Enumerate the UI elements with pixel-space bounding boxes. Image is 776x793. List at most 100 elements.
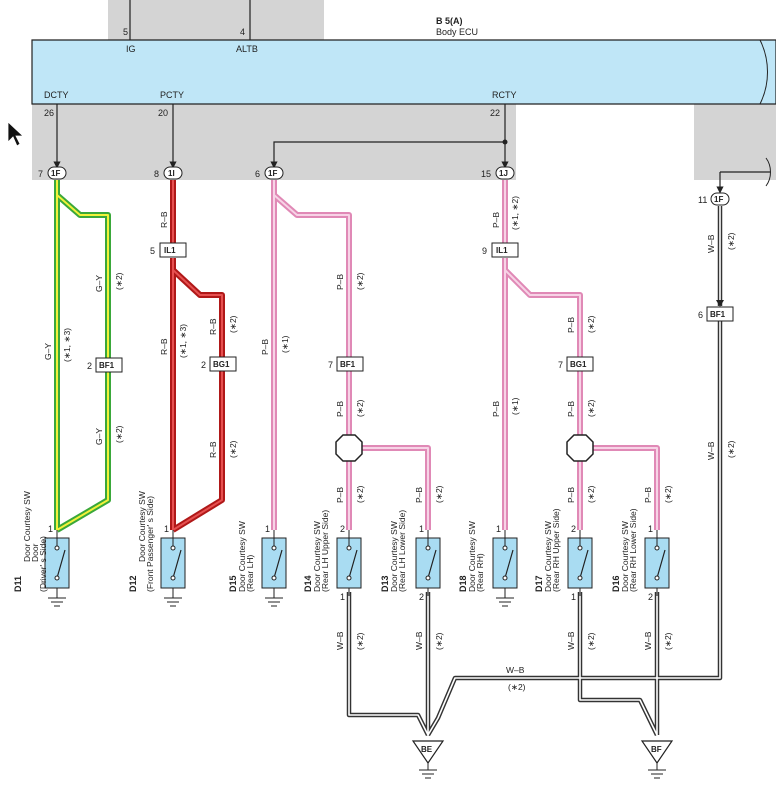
svg-text:Door Courtesy SW: Door Courtesy SW — [389, 521, 399, 592]
svg-text:Door Courtesy SW: Door Courtesy SW — [312, 521, 322, 592]
body-ecu: B 5(A) Body ECU — [31, 16, 776, 105]
ecu-name: Body ECU — [436, 27, 478, 37]
svg-text:P–B: P–B — [566, 317, 576, 333]
svg-text:2: 2 — [340, 524, 345, 534]
svg-text:P–B: P–B — [335, 274, 345, 290]
svg-text:(∗2): (∗2) — [726, 440, 736, 458]
svg-text:(∗2): (∗2) — [114, 272, 124, 290]
connector-il1-a: IL1 5 — [150, 242, 187, 258]
svg-text:1: 1 — [164, 524, 169, 534]
svg-text:(∗2): (∗2) — [355, 485, 365, 503]
svg-text:Door Courtesy SW: Door Courtesy SW — [137, 491, 147, 562]
svg-text:BF1: BF1 — [710, 310, 726, 319]
switch-d15: 1 D15 Door Courtesy SW (Rear LH) — [228, 521, 287, 607]
svg-text:R–B: R–B — [208, 441, 218, 458]
svg-text:P–B: P–B — [566, 487, 576, 503]
pin-number: 26 — [44, 108, 54, 118]
inline-connectors: IL1 5 IL1 9 BF1 2 BG1 2 BF1 7 BG1 7 — [87, 242, 734, 373]
svg-text:BG1: BG1 — [570, 360, 587, 369]
svg-text:IL1: IL1 — [496, 246, 508, 255]
svg-text:Door Courtesy SW: Door Courtesy SW — [620, 521, 630, 592]
svg-text:IL1: IL1 — [164, 246, 176, 255]
svg-text:BF1: BF1 — [99, 361, 115, 370]
switch-d13: 1 2 D13 Door Courtesy SW (Rear LH Lower … — [380, 510, 441, 602]
svg-text:BG1: BG1 — [213, 360, 230, 369]
connector-bg1-a: BG1 2 — [201, 356, 237, 372]
ecu-top-pins: 5 IG 4 ALTB — [123, 0, 258, 54]
svg-text:(∗2): (∗2) — [508, 682, 526, 692]
svg-text:8: 8 — [154, 169, 159, 179]
svg-text:D13: D13 — [380, 575, 390, 592]
door-switches: 1 D11 Door Courtesy SW Door (Driver' s S… — [13, 491, 670, 607]
svg-text:Door Courtesy SW: Door Courtesy SW — [237, 521, 247, 592]
svg-text:(∗1, ∗2): (∗1, ∗2) — [510, 196, 520, 230]
pin-number: 4 — [240, 27, 245, 37]
svg-text:(∗1): (∗1) — [280, 335, 290, 353]
svg-text:2: 2 — [571, 524, 576, 534]
svg-text:P–B: P–B — [414, 487, 424, 503]
switch-d16: 1 2 D16 Door Courtesy SW (Rear RH Lower … — [611, 508, 670, 602]
svg-text:2: 2 — [648, 592, 653, 602]
svg-text:P–B: P–B — [335, 487, 345, 503]
svg-text:15: 15 — [481, 169, 491, 179]
svg-text:(∗2): (∗2) — [586, 485, 596, 503]
ecu-bottom-pins: DCTY PCTY RCTY 26 20 22 — [44, 90, 771, 194]
svg-text:BF1: BF1 — [340, 360, 356, 369]
svg-text:1: 1 — [571, 592, 576, 602]
svg-text:W–B: W–B — [335, 631, 345, 650]
svg-text:(∗2): (∗2) — [228, 440, 238, 458]
pin-name: ALTB — [236, 44, 258, 54]
svg-text:2: 2 — [201, 360, 206, 370]
connector-bg1-b: BG1 7 — [558, 356, 594, 372]
svg-text:9: 9 — [482, 246, 487, 256]
svg-text:P–B: P–B — [491, 212, 501, 228]
svg-text:W–B: W–B — [643, 631, 653, 650]
svg-text:2: 2 — [419, 592, 424, 602]
svg-text:2: 2 — [87, 361, 92, 371]
switch-d17: 2 1 D17 Door Courtesy SW (Rear RH Upper … — [534, 508, 593, 602]
svg-text:P–B: P–B — [643, 487, 653, 503]
wire-gy — [54, 180, 111, 533]
svg-text:(∗2): (∗2) — [434, 485, 444, 503]
svg-text:1F: 1F — [268, 169, 277, 178]
svg-text:(Rear LH Lower Side): (Rear LH Lower Side) — [397, 510, 407, 592]
svg-text:(∗2): (∗2) — [114, 425, 124, 443]
svg-text:1: 1 — [265, 524, 270, 534]
svg-text:G–Y: G–Y — [94, 428, 104, 445]
svg-text:R–B: R–B — [208, 318, 218, 335]
svg-text:P–B: P–B — [491, 401, 501, 417]
svg-text:(∗2): (∗2) — [434, 632, 444, 650]
svg-text:(Rear LH): (Rear LH) — [245, 555, 255, 592]
svg-text:W–B: W–B — [506, 665, 525, 675]
wire-pb-right — [502, 180, 660, 530]
svg-text:(∗2): (∗2) — [228, 315, 238, 333]
svg-text:BF: BF — [651, 745, 662, 754]
svg-text:(∗1): (∗1) — [510, 397, 520, 415]
junction-1f-b: 1F 6 — [255, 166, 284, 180]
svg-text:(∗1, ∗3): (∗1, ∗3) — [62, 328, 72, 362]
svg-text:W–B: W–B — [706, 441, 716, 460]
svg-text:BE: BE — [421, 745, 433, 754]
svg-text:W–B: W–B — [414, 631, 424, 650]
switch-d14: 2 1 D14 Door Courtesy SW (Rear LH Upper … — [303, 510, 362, 602]
svg-text:7: 7 — [328, 360, 333, 370]
svg-text:(∗2): (∗2) — [663, 632, 673, 650]
svg-text:(Front Passenger' s Side): (Front Passenger' s Side) — [145, 496, 155, 592]
svg-text:(∗2): (∗2) — [355, 399, 365, 417]
connector-bf1-a: BF1 2 — [87, 357, 123, 373]
svg-text:1I: 1I — [168, 169, 175, 178]
svg-text:(Driver' s Side): (Driver' s Side) — [38, 536, 48, 592]
svg-text:D16: D16 — [611, 575, 621, 592]
svg-text:P–B: P–B — [260, 339, 270, 355]
ground-points: BE BF — [411, 740, 674, 779]
svg-text:D11: D11 — [13, 576, 23, 592]
svg-text:11: 11 — [698, 195, 707, 205]
ecu-id: B 5(A) — [436, 16, 463, 26]
wire-wb — [346, 206, 724, 737]
svg-text:5: 5 — [150, 246, 155, 256]
wire-labels: G–Y (∗1, ∗3) G–Y (∗2) G–Y (∗2) R–B R–B (… — [43, 196, 736, 692]
switch-d18: 1 D18 Door Courtesy SW (Rear RH) — [458, 521, 518, 607]
svg-text:(Rear RH Lower Side): (Rear RH Lower Side) — [628, 508, 638, 592]
svg-text:1J: 1J — [499, 169, 508, 178]
pin-number: 20 — [158, 108, 168, 118]
